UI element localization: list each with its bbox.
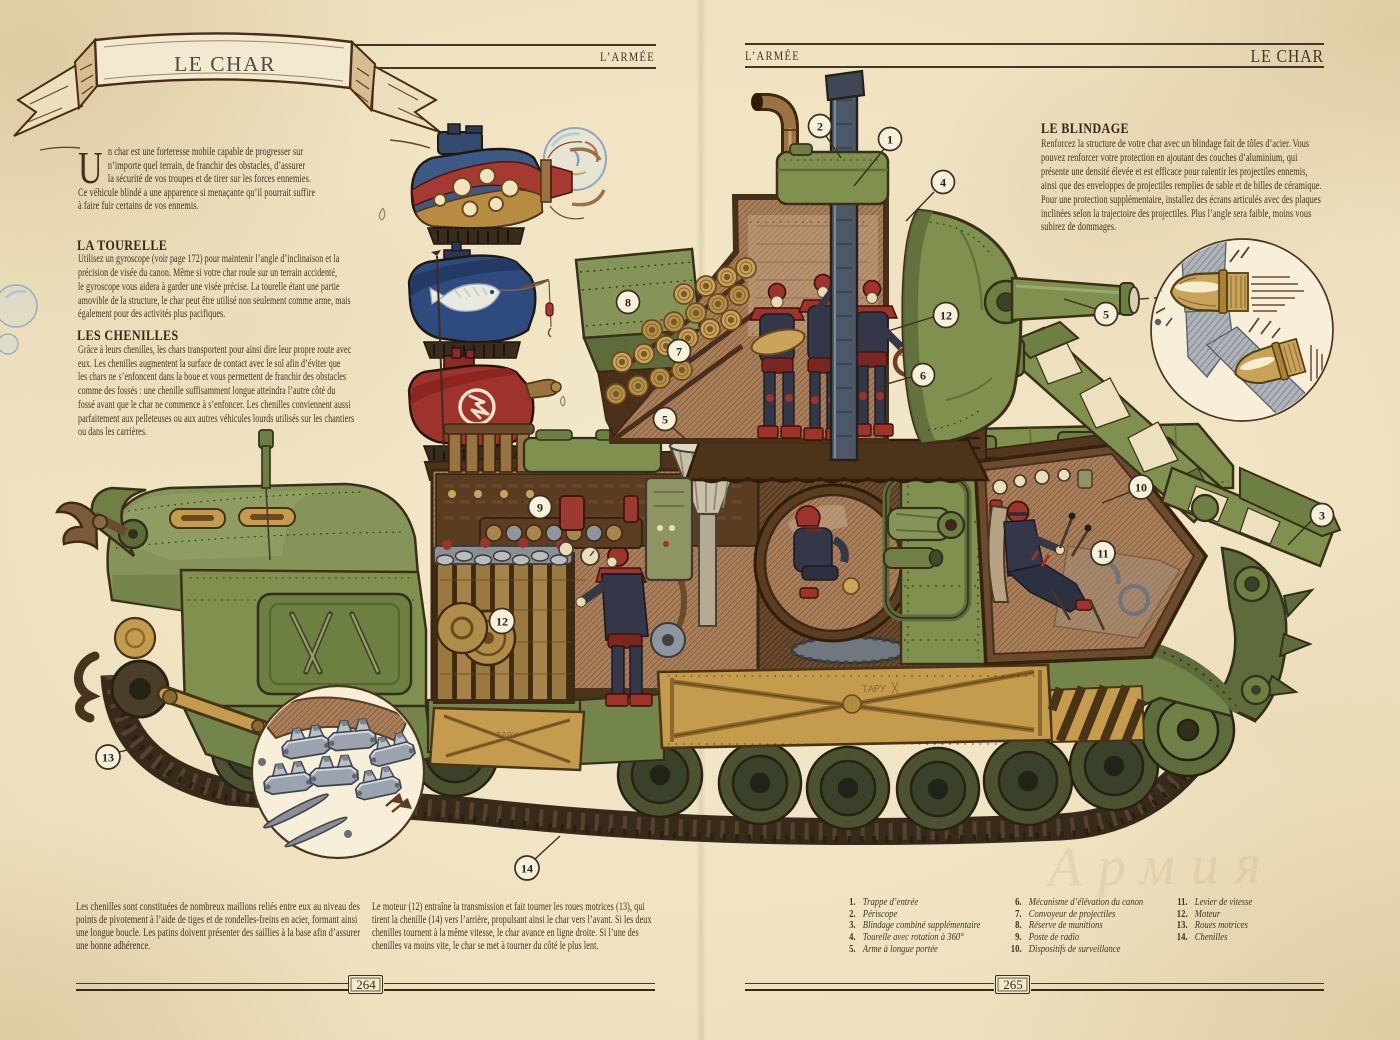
svg-text:5: 5	[1103, 308, 1109, 322]
svg-text:4: 4	[940, 176, 946, 190]
svg-text:12: 12	[940, 309, 952, 323]
svg-text:2: 2	[817, 120, 823, 134]
svg-text:3: 3	[1319, 509, 1325, 523]
svg-text:7: 7	[676, 345, 682, 359]
svg-text:ТАРУ: ТАРУ	[496, 731, 518, 741]
svg-text:10: 10	[1135, 481, 1147, 495]
svg-text:Армия: Армия	[1043, 833, 1277, 899]
svg-text:ТАРУ ╳: ТАРУ ╳	[862, 681, 899, 696]
svg-text:12: 12	[496, 615, 508, 629]
svg-text:5: 5	[662, 413, 668, 427]
svg-text:11: 11	[1097, 547, 1108, 561]
svg-text:14: 14	[521, 862, 533, 876]
svg-text:6: 6	[920, 369, 926, 383]
svg-text:9: 9	[537, 501, 543, 515]
svg-text:13: 13	[102, 751, 114, 765]
svg-text:8: 8	[625, 296, 631, 310]
svg-text:LE CHAR: LE CHAR	[174, 52, 276, 76]
svg-text:1: 1	[887, 133, 893, 147]
